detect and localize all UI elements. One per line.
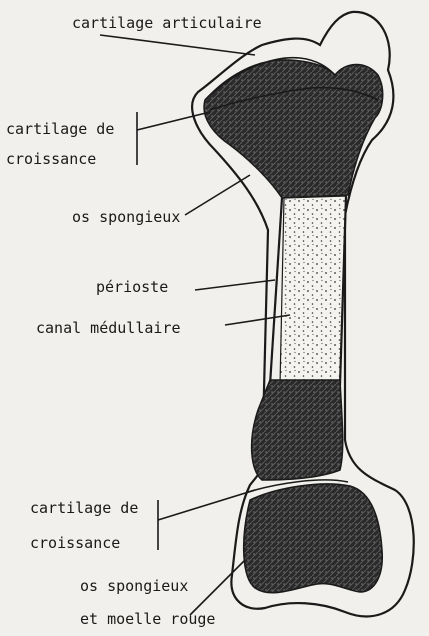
leader-spongy-top <box>185 175 250 215</box>
upper-epiphysis <box>204 60 383 198</box>
lower-epiphysis <box>244 484 383 593</box>
leader-articular <box>100 35 255 55</box>
label-spongy-marrow-1: os spongieux <box>80 577 188 595</box>
label-periosteum: périoste <box>96 278 168 296</box>
label-spongy-bone-top: os spongieux <box>72 208 180 226</box>
label-growth-cartilage-bottom-1: cartilage de <box>30 499 138 517</box>
label-growth-cartilage-bottom-2: croissance <box>30 534 120 552</box>
label-medullary-canal: canal médullaire <box>36 319 181 337</box>
label-spongy-marrow-2: et moelle rouge <box>80 610 215 628</box>
leader-spongy-bottom <box>190 560 245 615</box>
label-growth-cartilage-top-2: croissance <box>6 150 96 168</box>
leader-periosteum <box>195 280 275 290</box>
label-articular-cartilage: cartilage articulaire <box>72 14 262 32</box>
label-growth-cartilage-top-1: cartilage de <box>6 120 114 138</box>
medullary-canal-area <box>280 196 346 385</box>
leader-medullary <box>225 315 290 325</box>
lower-spongy-shaft <box>252 380 343 480</box>
